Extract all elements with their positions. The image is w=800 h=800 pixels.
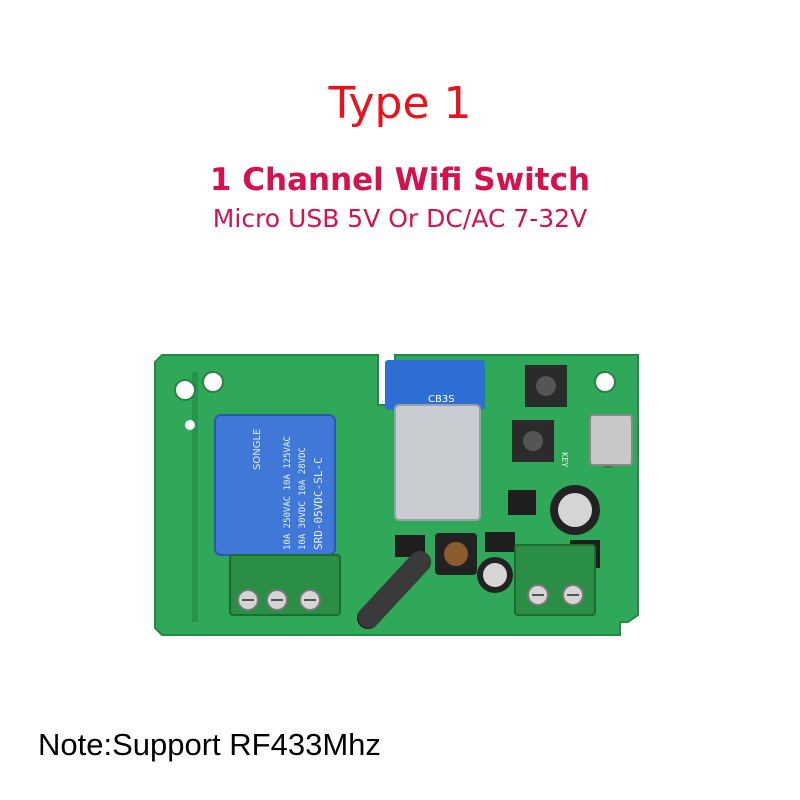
relay: SONGLE 10A 250VAC 10A 125VAC 10A 30VDC 1… [214,414,336,556]
footnote: Note:Support RF433Mhz [38,727,381,762]
relay-rating-2: 10A 30VDC 10A 28VDC [298,447,308,550]
micro-usb-port [589,414,633,466]
mount-hole [174,379,196,401]
mount-hole [594,371,616,393]
power-terminal-block [514,544,596,616]
relay-model: SRD-05VDC-SL-C [312,457,325,550]
wifi-module: CB3S [385,360,485,521]
relay-board-photo: SONGLE 10A 250VAC 10A 125VAC 10A 30VDC 1… [150,350,650,650]
relay-rating-1: 10A 250VAC 10A 125VAC [283,436,293,550]
mount-hole [185,420,195,430]
relay-brand: SONGLE [252,429,263,470]
key-label: KEY [560,452,569,467]
product-subtitle: 1 Channel Wifi Switch [209,162,591,198]
rf-antenna [357,551,431,629]
page-title: Type 1 [328,78,472,129]
power-spec: Micro USB 5V Or DC/AC 7-32V [212,204,588,233]
module-label: CB3S [428,394,455,405]
relay-terminal-block [229,554,341,616]
mount-hole [202,371,224,393]
